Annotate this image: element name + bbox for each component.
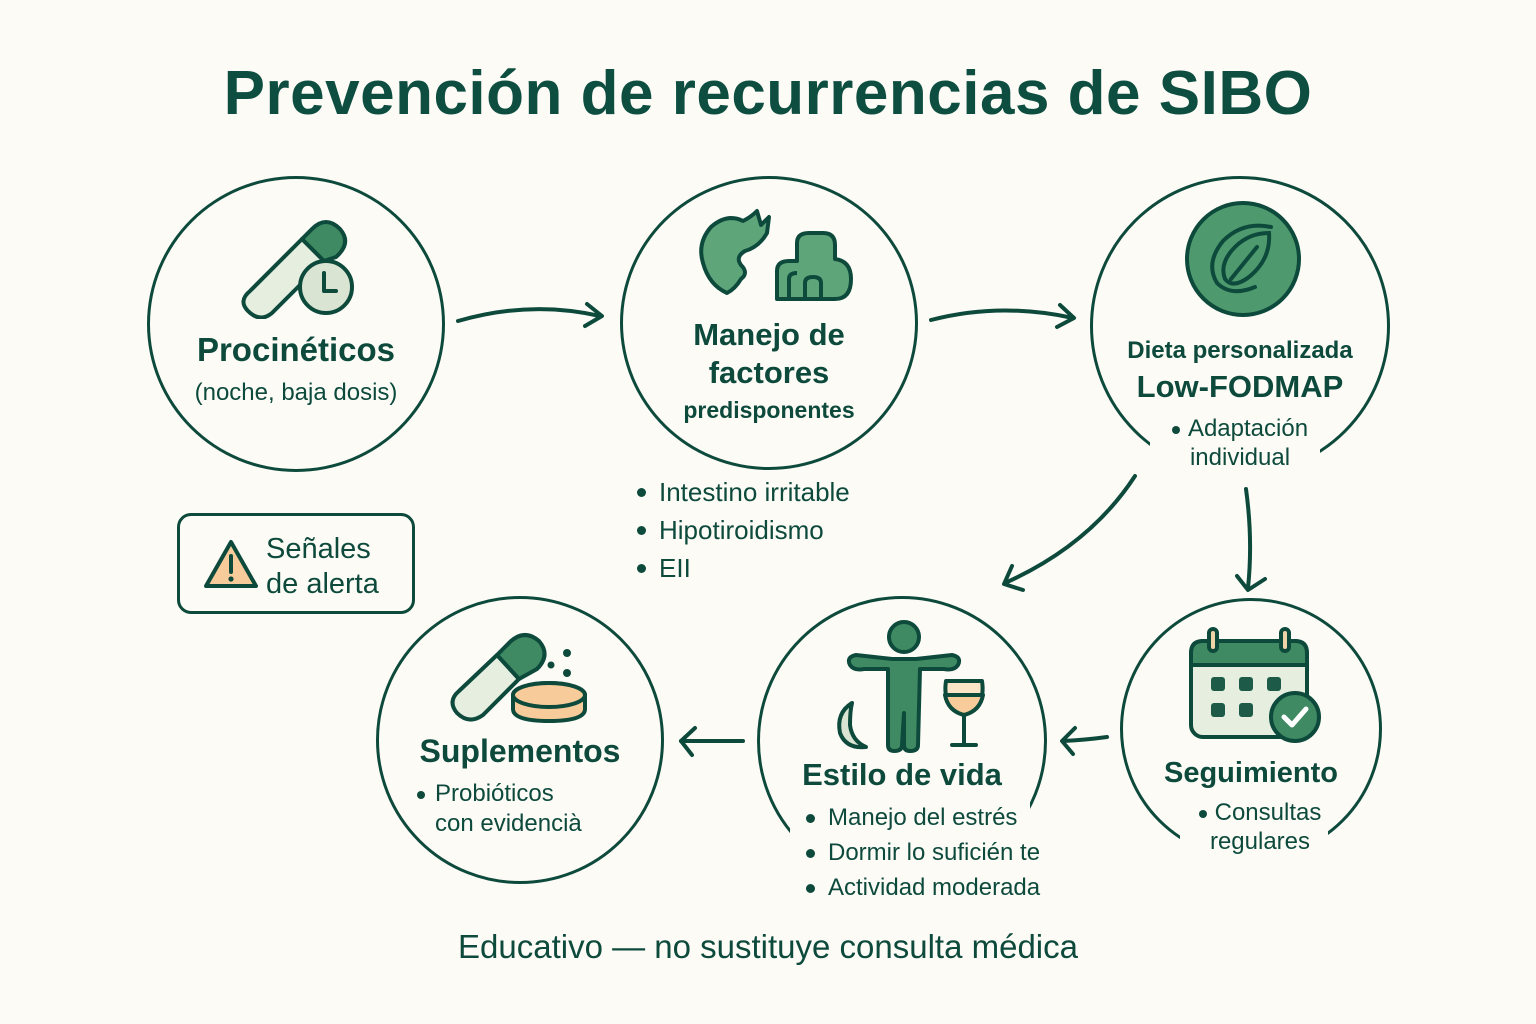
alert-label-line1: Señales [266, 533, 371, 565]
estilo-bullet-list: Manejo del estrés Dormir lo suficién te … [806, 800, 1040, 905]
estilo-label: Estilo de vida [802, 757, 1002, 792]
arrow-seguimiento-to-estilo [1061, 735, 1109, 743]
node-factores: Manejo de factores predisponentes [620, 176, 918, 470]
capsule-clock-icon [241, 220, 354, 319]
estilo-bullet-item: Manejo del estrés [806, 800, 1040, 835]
arrow-dieta-to-estilo [1003, 474, 1137, 585]
arrow-procineticos-to-factores [456, 307, 602, 323]
seguimiento-bullet-item-cont: regulares [1209, 828, 1311, 855]
capsule-tablet-icon [450, 633, 587, 723]
dieta-circle-gap [1150, 425, 1320, 485]
leaf-badge-icon [1185, 201, 1301, 317]
estilo-circle-gap [790, 800, 1030, 900]
factores-label-line1: Manejo de [693, 317, 845, 352]
estilo-bullet-item: Dormir lo suficién te [806, 835, 1040, 870]
arrow-factores-to-dieta [929, 308, 1075, 322]
seguimiento-label: Seguimiento [1163, 757, 1338, 789]
factores-label-line2: factores [708, 355, 830, 390]
dieta-bullet-item: Adaptación [1187, 415, 1309, 442]
seguimiento-bullet-item: Consultas [1214, 799, 1322, 826]
seguimiento-bullet-list: Consultas regulares [1170, 798, 1350, 856]
warning-triangle-icon [204, 540, 258, 588]
dieta-label-line2: Low-FODMAP [1136, 369, 1344, 404]
person-moon-wine-icon [837, 620, 985, 753]
calendar-check-icon [1189, 627, 1321, 743]
procineticos-subtitle: (noche, baja dosis) [194, 379, 398, 406]
factores-bullet-item: Intestino irritable [637, 473, 850, 511]
alert-label-line2: de alerta [266, 567, 379, 600]
suplementos-bullet-item-cont: con evidenciа̀ [435, 810, 582, 837]
procineticos-label: Procinéticos [196, 331, 396, 368]
dieta-bullet-list: Adaptación individual [1150, 414, 1330, 472]
suplementos-bullet-item: Probióticos [435, 780, 554, 807]
factores-bullet-item: EII [637, 549, 850, 587]
arrow-dieta-to-seguimiento [1244, 487, 1253, 590]
alert-signals-box[interactable]: Señales de alerta [177, 513, 415, 614]
factores-label-line3: predisponentes [683, 397, 855, 423]
node-procineticos: Procinéticos (noche, baja dosis) [147, 176, 445, 472]
suplementos-label: Suplementos [419, 733, 621, 769]
dieta-bullet-item-cont: individual [1189, 444, 1291, 471]
disclaimer-footer: Educativo — no sustituye consulta médica [458, 928, 1078, 965]
seguimiento-circle-gap [1180, 795, 1328, 865]
node-suplementos: Suplementos Probióticos con evidenciа̀ [376, 596, 664, 884]
stomach-intestine-icon [699, 209, 853, 301]
estilo-bullet-item: Actividad moderada [806, 870, 1040, 905]
suplementos-bullet-list: Probióticos con evidenciа̀ [417, 779, 582, 839]
factores-bullet-item: Hipotiroidismo [637, 511, 850, 549]
page-title: Prevención de recurrencias de SIBO [223, 59, 1313, 128]
dieta-label-line1: Dieta personalizada [1127, 337, 1353, 364]
factores-bullet-list: Intestino irritable Hipotiroidismo EII [637, 473, 850, 587]
